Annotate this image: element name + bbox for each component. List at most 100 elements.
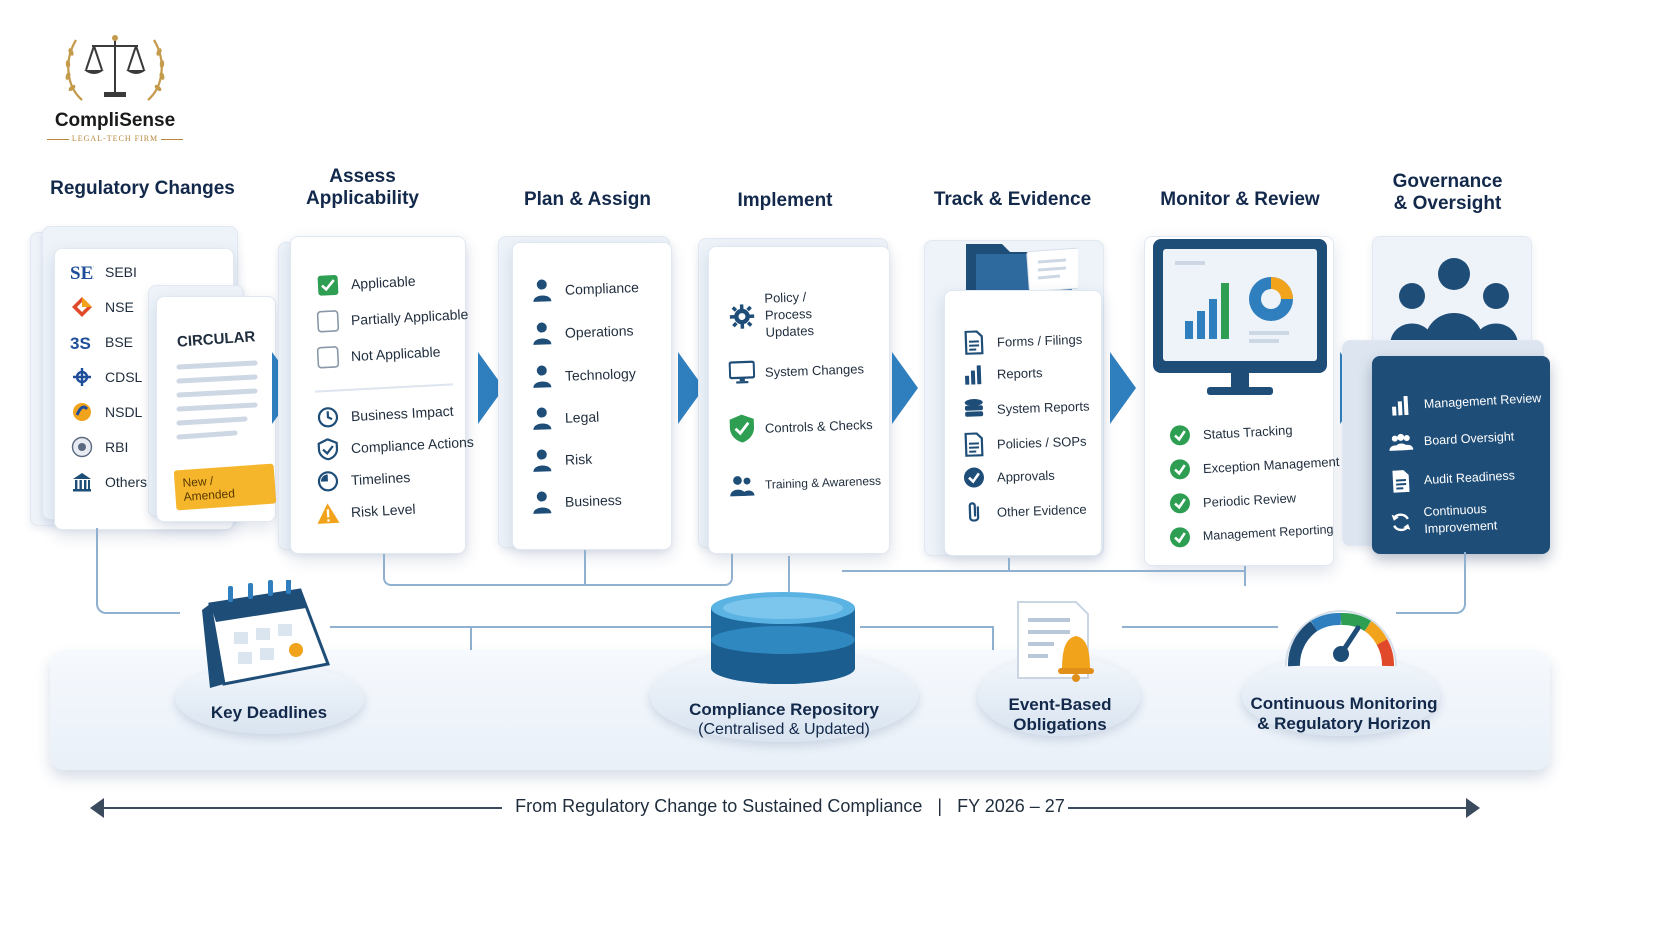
footer-caption: From Regulatory Change to Sustained Comp… — [515, 796, 1065, 816]
factor-risk-level: Risk Level — [314, 498, 416, 525]
arrow-right-icon — [1466, 798, 1480, 818]
brand-logo: CompliSense LEGAL-TECH FIRM — [40, 30, 190, 150]
evidence-system-reports: System Reports — [961, 395, 1090, 421]
person-icon — [529, 448, 556, 473]
nse-logo-icon — [69, 296, 95, 318]
people-group-icon — [729, 472, 756, 499]
applicability-card: Applicable Partially Applicable Not Appl… — [290, 236, 474, 554]
team-business: Business — [529, 488, 623, 515]
flow-arrow — [892, 352, 918, 424]
teams-card: Compliance Operations Technology Legal R… — [512, 242, 672, 550]
checked-box-icon — [314, 274, 341, 297]
evidence-card: Forms / Filings Reports System Reports P… — [944, 290, 1102, 556]
database-icon — [961, 398, 988, 421]
leadership-group-icon — [1390, 258, 1518, 346]
svg-text:SEBI: SEBI — [70, 263, 94, 283]
stage-title-implement: Implement — [737, 190, 833, 211]
evidence-forms-filings: Forms / Filings — [961, 327, 1083, 355]
option-not-applicable: Not Applicable — [314, 340, 441, 369]
evidence-other: Other Evidence — [961, 497, 1087, 525]
gov-management-review: Management Review — [1387, 388, 1542, 416]
compliance-repository-label: Compliance Repository (Centralised & Upd… — [689, 700, 879, 738]
circular-title: CIRCULAR — [176, 328, 256, 351]
arrow-left-icon — [90, 798, 104, 818]
footer-timeline: From Regulatory Change to Sustained Comp… — [90, 796, 1480, 820]
regulator-others: Others — [69, 471, 147, 493]
governance-panel: Management Review Board Oversight Audit … — [1372, 356, 1550, 554]
evidence-policies-sops: Policies / SOPs — [961, 429, 1087, 457]
bse-logo-icon: 3S — [69, 331, 95, 353]
person-icon — [529, 406, 556, 431]
shield-check-icon — [314, 438, 341, 461]
bar-chart-icon — [1387, 395, 1414, 416]
people-group-icon — [1388, 433, 1415, 452]
monitor-status-tracking: Status Tracking — [1166, 418, 1293, 447]
regulator-nse: NSE — [69, 296, 134, 318]
team-technology: Technology — [529, 361, 637, 389]
nsdl-logo-icon — [69, 401, 95, 423]
stage-title-regulatory-changes: Regulatory Changes — [50, 178, 235, 199]
option-partially-applicable: Partially Applicable — [314, 303, 469, 333]
implement-system-changes: System Changes — [728, 354, 865, 387]
factor-timelines: Timelines — [314, 466, 411, 493]
person-icon — [529, 490, 556, 515]
implement-policy-updates: Policy / Process Updates — [728, 287, 856, 342]
document-lines-icon — [176, 360, 258, 440]
gov-audit-readiness: Audit Readiness — [1387, 463, 1515, 494]
warning-triangle-icon — [314, 502, 341, 525]
bank-building-icon — [69, 471, 95, 493]
stage-title-track-evidence: Track & Evidence — [933, 189, 1092, 210]
clock-icon — [314, 406, 341, 429]
dashboard-monitor-icon — [1153, 239, 1327, 395]
stage-title-assess-applicability: Assess Applicability — [306, 166, 419, 209]
team-risk: Risk — [529, 447, 593, 473]
regulator-bse: 3S BSE — [69, 331, 133, 354]
svg-text:3S: 3S — [70, 334, 91, 353]
regulator-sebi: SEBI SEBI — [70, 263, 137, 283]
check-circle-icon — [961, 466, 988, 489]
flow-arrow — [1110, 352, 1136, 424]
gov-continuous-improvement: Continuous Improvement — [1387, 499, 1525, 540]
regulator-rbi: RBI — [69, 436, 128, 458]
empty-checkbox-icon — [314, 310, 341, 333]
factor-business-impact: Business Impact — [314, 400, 454, 429]
person-icon — [529, 321, 556, 346]
stage-title-monitor-review: Monitor & Review — [1160, 189, 1320, 210]
database-icon — [711, 592, 855, 684]
team-operations: Operations — [529, 318, 634, 346]
timer-icon — [314, 470, 341, 493]
shield-check-icon — [728, 412, 755, 445]
gov-board-oversight: Board Oversight — [1388, 427, 1515, 452]
rbi-logo-icon — [69, 436, 95, 458]
bell-notification-icon — [1017, 601, 1094, 682]
key-deadlines-label: Key Deadlines — [210, 703, 328, 722]
empty-checkbox-icon — [314, 346, 341, 369]
document-icon — [1387, 469, 1414, 494]
evidence-reports: Reports — [961, 362, 1043, 385]
monitor-icon — [728, 358, 756, 387]
brand-tagline: LEGAL-TECH FIRM — [40, 134, 190, 143]
option-applicable: Applicable — [314, 270, 416, 297]
implement-controls-checks: Controls & Checks — [728, 408, 873, 445]
new-amended-badge: New / Amended — [173, 463, 277, 511]
monitor-card: Status Tracking Exception Management Per… — [1144, 236, 1340, 566]
document-icon — [961, 432, 988, 457]
person-icon — [529, 278, 556, 303]
regulator-cdsl: CDSL — [69, 366, 142, 388]
scales-of-justice-icon — [65, 35, 165, 101]
person-icon — [529, 364, 556, 389]
monitor-exception-management: Exception Management — [1166, 450, 1340, 481]
folder-icon — [966, 244, 1078, 294]
check-circle-icon — [1166, 492, 1193, 515]
monitor-periodic-review: Periodic Review — [1166, 486, 1296, 515]
document-icon — [961, 330, 988, 355]
gear-icon — [728, 301, 755, 332]
circular-document: CIRCULAR New / Amended — [156, 296, 277, 522]
factor-compliance-actions: Compliance Actions — [314, 431, 474, 461]
cdsl-logo-icon — [69, 366, 95, 388]
regulator-nsdl: NSDL — [69, 401, 142, 423]
implement-training-awareness: Training & Awareness — [729, 468, 882, 499]
check-circle-icon — [1166, 458, 1193, 481]
team-legal: Legal — [529, 405, 600, 431]
